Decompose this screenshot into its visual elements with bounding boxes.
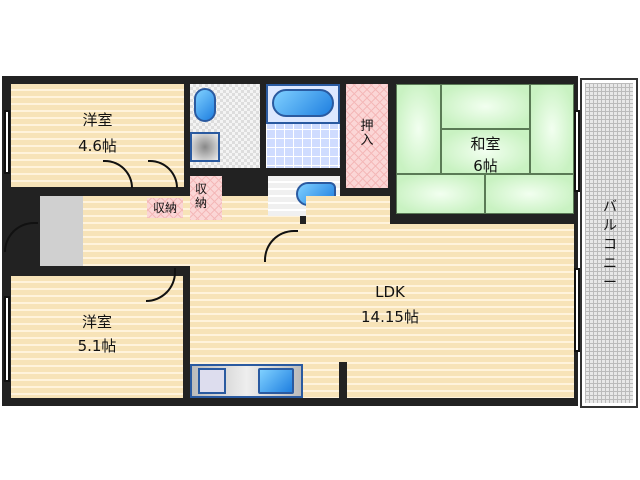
ldk-upper (306, 196, 390, 226)
balcony-label: バルコニー (603, 199, 617, 291)
washing-machine-icon (190, 132, 220, 162)
japanese-room-name: 和室 (470, 135, 501, 153)
closet-1: 収納 (147, 198, 183, 218)
western-room-1-name: 洋室 (82, 111, 113, 129)
stove-icon (198, 368, 226, 394)
washbasin-icon (194, 88, 216, 122)
western-room-2: 洋室 5.1帖 (11, 276, 183, 398)
japanese-room: 和室 6帖 (396, 84, 574, 214)
closet-1-label: 収納 (152, 201, 177, 215)
ldk-size: 14.15帖 (361, 308, 419, 326)
window-balcony-ldk (574, 268, 580, 352)
kitchen-partition-wall (339, 362, 347, 398)
western-room-2-name: 洋室 (81, 313, 112, 331)
balcony: バルコニー (580, 78, 638, 408)
western-room-1-size: 4.6帖 (78, 137, 117, 155)
window-western-2 (4, 296, 10, 382)
entrance-genkan (40, 196, 83, 266)
closet-2-label: 収納 (194, 182, 207, 210)
ldk-name: LDK (375, 283, 405, 301)
sink-icon (258, 368, 294, 394)
bathtub-icon (272, 89, 334, 117)
western-room-2-size: 5.1帖 (77, 337, 117, 355)
japanese-room-size: 6帖 (473, 157, 498, 175)
window-western-1 (4, 110, 10, 174)
closet-2: 収納 (190, 176, 222, 220)
oshiire-label: 押入 (360, 119, 374, 148)
window-balcony-japanese (574, 110, 580, 192)
oshiire-closet: 押入 (346, 84, 388, 188)
